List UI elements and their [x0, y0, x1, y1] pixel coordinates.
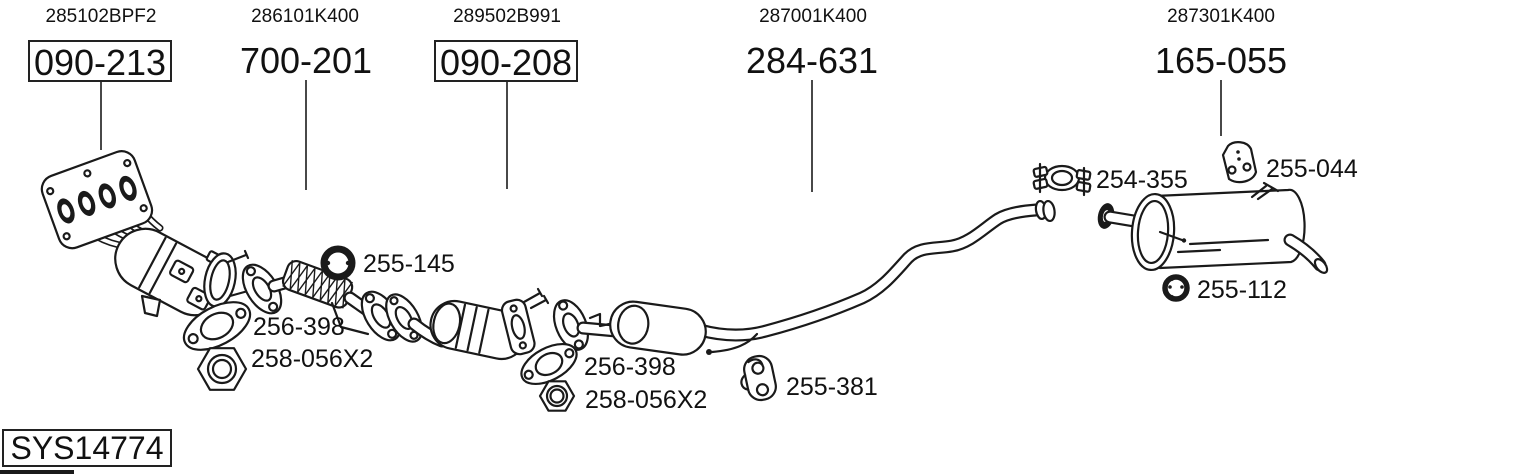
rubber-mount-ring-icon — [1162, 274, 1190, 302]
rubber-mount-ring-icon — [320, 245, 356, 281]
manifold-with-catalytic-converter-drawing — [40, 150, 252, 318]
intermediate-pipe-drawing — [693, 199, 1056, 342]
flexible-pipe-drawing — [241, 259, 402, 342]
part-number[interactable]: 090-208 — [434, 40, 578, 83]
part-number[interactable]: 284-631 — [745, 40, 879, 81]
leader-lines — [100, 80, 1222, 192]
fitting-label: 255-381 — [786, 373, 878, 401]
hex-nut-icon — [196, 347, 248, 391]
system-code[interactable]: SYS14774 — [2, 429, 172, 467]
fitting-label: 256-398 — [584, 353, 676, 381]
rear-muffler-drawing — [1097, 181, 1329, 274]
oem-number: 286101K400 — [251, 6, 359, 27]
part-number[interactable]: 700-201 — [239, 40, 373, 81]
fitting-label: 255-145 — [363, 250, 455, 278]
part-number[interactable]: 165-055 — [1154, 40, 1288, 81]
hex-nut-icon — [538, 380, 576, 412]
catalytic-converter-drawing — [385, 287, 550, 361]
part-number[interactable]: 090-213 — [28, 40, 172, 83]
flange-gasket-icon — [520, 342, 578, 386]
fitting-label: 254-355 — [1096, 166, 1188, 194]
fitting-label: 255-112 — [1197, 276, 1287, 304]
oem-number: 287301K400 — [1167, 6, 1275, 27]
fitting-label: 255-044 — [1266, 155, 1358, 183]
pipe-clamp-icon — [1032, 162, 1092, 197]
rubber-mount-bracket-icon — [1221, 141, 1258, 184]
center-muffler-drawing — [552, 299, 759, 356]
rubber-hanger-icon — [740, 354, 777, 402]
oem-number: 289502B991 — [453, 6, 561, 27]
flange-gasket-icon — [182, 301, 252, 351]
oem-number: 285102BPF2 — [45, 6, 157, 27]
fitting-label: 258-056X2 — [251, 345, 374, 373]
bottom-edge-mark — [0, 470, 74, 474]
oem-number: 287001K400 — [759, 6, 867, 27]
fitting-label: 258-056X2 — [585, 386, 708, 414]
fitting-label: 256-398 — [253, 313, 345, 341]
